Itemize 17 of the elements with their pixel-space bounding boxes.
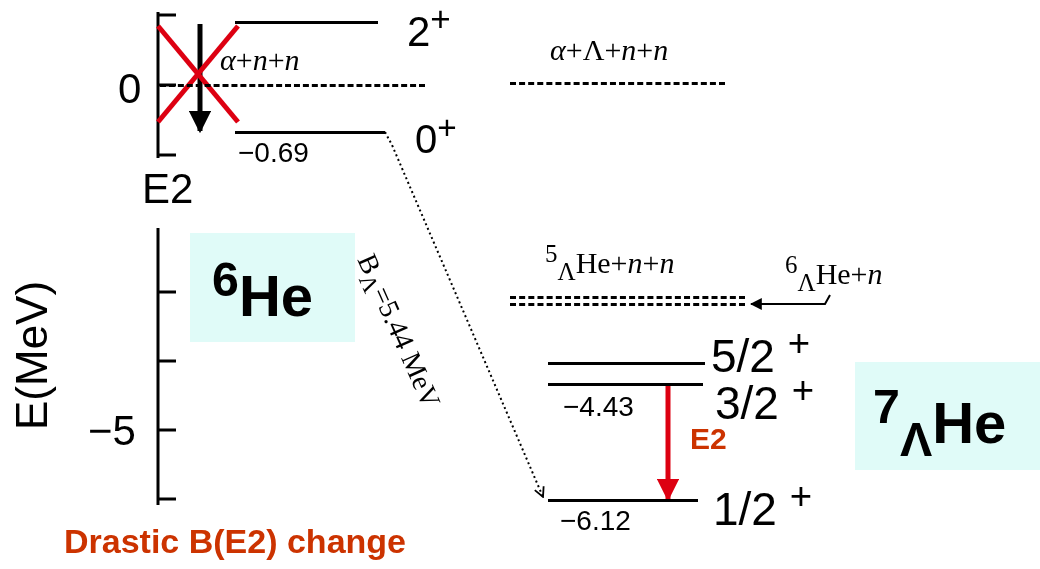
edge-label: E2 (142, 168, 194, 210)
nucleus-label: $^{6}$He (212, 255, 314, 326)
energy-value: −6.12 (560, 507, 631, 535)
energy-value: −0.69 (238, 139, 309, 167)
threshold-label: α+n+n (220, 45, 300, 75)
note-text: Drastic B(E2) change (64, 524, 406, 558)
state-label: 2$^{+}$ (407, 1, 451, 53)
nucleus-panel (855, 362, 1040, 470)
energy-value: −4.43 (563, 393, 634, 421)
axis-tick-label: −5 (88, 410, 136, 452)
state-label: 1/2 $^{+}$ (713, 477, 813, 533)
axis-title: E(MeV) (10, 280, 54, 430)
edge-label: E2 (690, 424, 727, 454)
axis-tick-label: 0 (118, 68, 142, 110)
nucleus-panel (190, 233, 355, 342)
threshold-label: α+Λ+n+n (550, 35, 669, 65)
state-label: 0$^{+}$ (415, 111, 457, 160)
